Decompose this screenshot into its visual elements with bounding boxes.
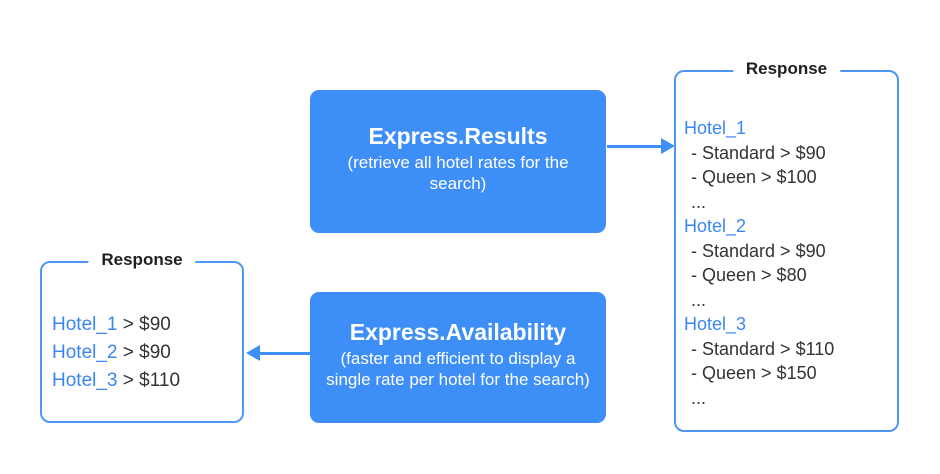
response-title: Response	[88, 250, 196, 270]
hotel-rate-line: Hotel_3 > $110	[52, 367, 236, 395]
rate-line: - Queen > $80	[691, 265, 807, 285]
node-subtitle: (retrieve all hotel rates for the search…	[347, 152, 569, 193]
hotel-entry: Hotel_3 - Standard > $110 - Queen > $150…	[684, 312, 891, 410]
hotel-rate: > $90	[117, 314, 171, 335]
hotel-name: Hotel_1	[684, 118, 747, 138]
response-content: Hotel_1 > $90 Hotel_2 > $90 Hotel_3 > $1…	[42, 263, 242, 395]
response-content: Hotel_1 - Standard > $90 - Queen > $100 …	[676, 72, 897, 410]
ellipsis: ...	[691, 191, 707, 212]
express-availability-node: Express.Availability (faster and efficie…	[310, 292, 606, 423]
arrow-line	[259, 352, 311, 355]
hotel-rate: > $90	[117, 342, 171, 363]
hotel-entry: Hotel_2 - Standard > $90 - Queen > $80 .…	[684, 214, 891, 312]
hotel-entry: Hotel_1 - Standard > $90 - Queen > $100 …	[684, 116, 891, 214]
hotel-name: Hotel_1	[52, 314, 118, 335]
hotel-name: Hotel_2	[684, 216, 747, 236]
arrowhead-right-icon	[661, 138, 675, 154]
rate-line: - Queen > $100	[691, 167, 817, 187]
node-title: Express.Availability	[349, 318, 567, 345]
results-response-box: Response Hotel_1 - Standard > $90 - Quee…	[674, 59, 899, 432]
response-title: Response	[732, 59, 841, 79]
hotel-rate: > $110	[117, 370, 181, 391]
rate-line: - Queen > $150	[691, 363, 817, 383]
rate-line: - Standard > $90	[691, 240, 826, 261]
ellipsis: ...	[691, 289, 707, 310]
hotel-name: Hotel_2	[52, 342, 118, 363]
rate-line: - Standard > $110	[691, 338, 835, 359]
rate-line: - Standard > $90	[691, 142, 826, 163]
ellipsis: ...	[691, 387, 707, 408]
hotel-name: Hotel_3	[52, 370, 118, 391]
hotel-rate-line: Hotel_1 > $90	[52, 311, 236, 339]
node-subtitle: (faster and efficient to display a singl…	[326, 348, 590, 389]
node-title: Express.Results	[368, 122, 548, 149]
hotel-name: Hotel_3	[684, 314, 747, 334]
arrow-line	[607, 145, 663, 148]
availability-response-box: Response Hotel_1 > $90 Hotel_2 > $90 Hot…	[40, 250, 244, 423]
express-results-node: Express.Results (retrieve all hotel rate…	[310, 90, 606, 233]
hotel-rate-line: Hotel_2 > $90	[52, 339, 236, 367]
arrowhead-left-icon	[246, 345, 260, 361]
